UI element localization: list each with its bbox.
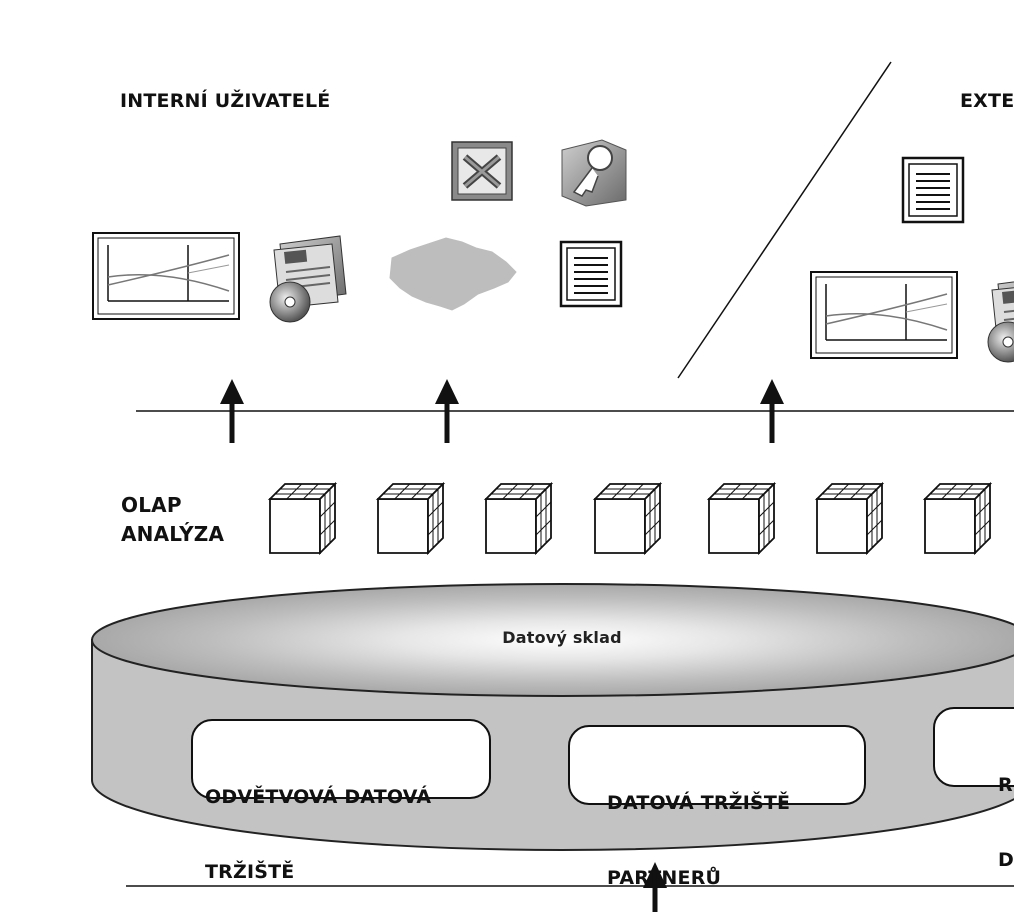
olap-cube [594,483,661,554]
data-mart-box [191,719,491,799]
data-mart-label: ODVĚTVOVÁ DATOVÁ TRŽIŠTĚ [205,735,431,910]
data-mart-label-line1: R [998,774,1013,796]
olap-cube [377,483,444,554]
olap-label-line1: OLAP [121,493,182,517]
data-mart-label-line2: D [998,849,1014,871]
access-key-icon [561,139,627,207]
data-mart-box [933,707,1014,787]
line-chart-icon [810,271,958,359]
internal-users-heading: INTERNÍ UŽIVATELÉ [120,90,331,112]
data-mart-label-line2: PARTNERŮ [607,867,722,889]
excel-icon [451,141,513,201]
olap-label: OLAP ANALÝZA [121,491,224,549]
up-arrow [220,379,244,443]
data-mart-box [568,725,866,805]
data-mart-label-line1: DATOVÁ TRŽIŠTĚ [607,792,791,814]
olap-label-line2: ANALÝZA [121,522,225,546]
up-arrow [760,379,784,443]
data-mart-label-line2: TRŽIŠTĚ [205,861,295,883]
data-mart-label-line1: ODVĚTVOVÁ DATOVÁ [205,786,432,808]
internal-external-divider [677,61,892,379]
data-warehouse-title: Datový sklad [502,628,622,647]
map-icon [389,237,517,311]
line-chart-icon [92,232,240,320]
olap-cube [924,483,991,554]
report-brochure-icon [987,275,1014,363]
olap-cube [485,483,552,554]
up-arrow [435,379,459,443]
data-mart-label: DATOVÁ TRŽIŠTĚ PARTNERŮ [607,741,790,912]
olap-cube [708,483,775,554]
document-icon [901,156,965,224]
external-users-heading: EXTE [960,90,1014,112]
up-arrow [643,862,667,912]
olap-cube [269,483,336,554]
data-mart-label: R D [998,723,1014,898]
document-icon [559,240,623,308]
report-brochure-icon [269,235,347,323]
olap-cube [816,483,883,554]
